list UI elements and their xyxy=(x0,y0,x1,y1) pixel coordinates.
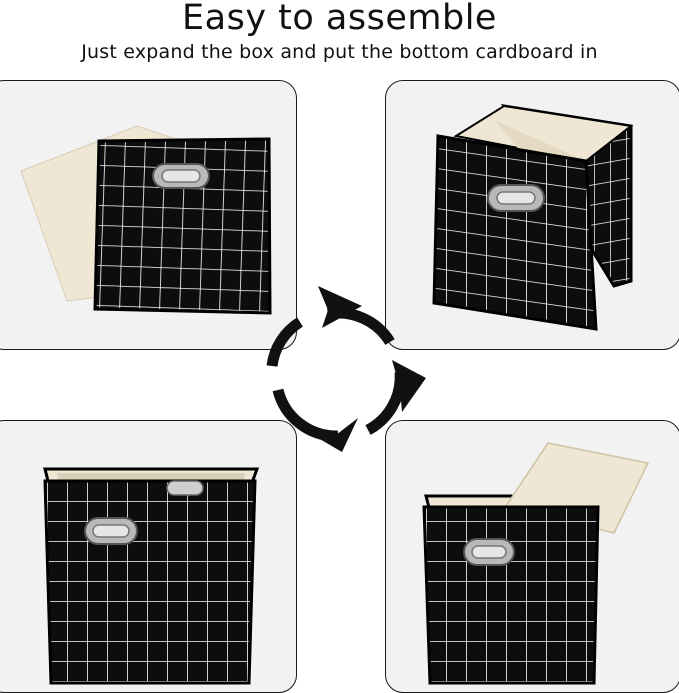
handle-icon xyxy=(84,517,138,545)
step-2-panel xyxy=(385,80,679,350)
folded-box-image xyxy=(20,125,272,315)
handle-icon xyxy=(487,184,545,212)
expanding-box-image xyxy=(432,104,634,331)
page-title: Easy to assemble xyxy=(182,0,497,38)
handle-icon xyxy=(152,163,210,189)
step-1-panel xyxy=(0,80,297,350)
page-subtitle: Just expand the box and put the bottom c… xyxy=(81,41,598,63)
cardboard-insert-image xyxy=(422,442,650,685)
handle-icon xyxy=(463,538,515,566)
step-4-panel xyxy=(385,420,679,693)
step-3-panel xyxy=(0,420,297,693)
circular-arrows-icon xyxy=(266,286,426,452)
assembled-box-image xyxy=(43,467,260,685)
